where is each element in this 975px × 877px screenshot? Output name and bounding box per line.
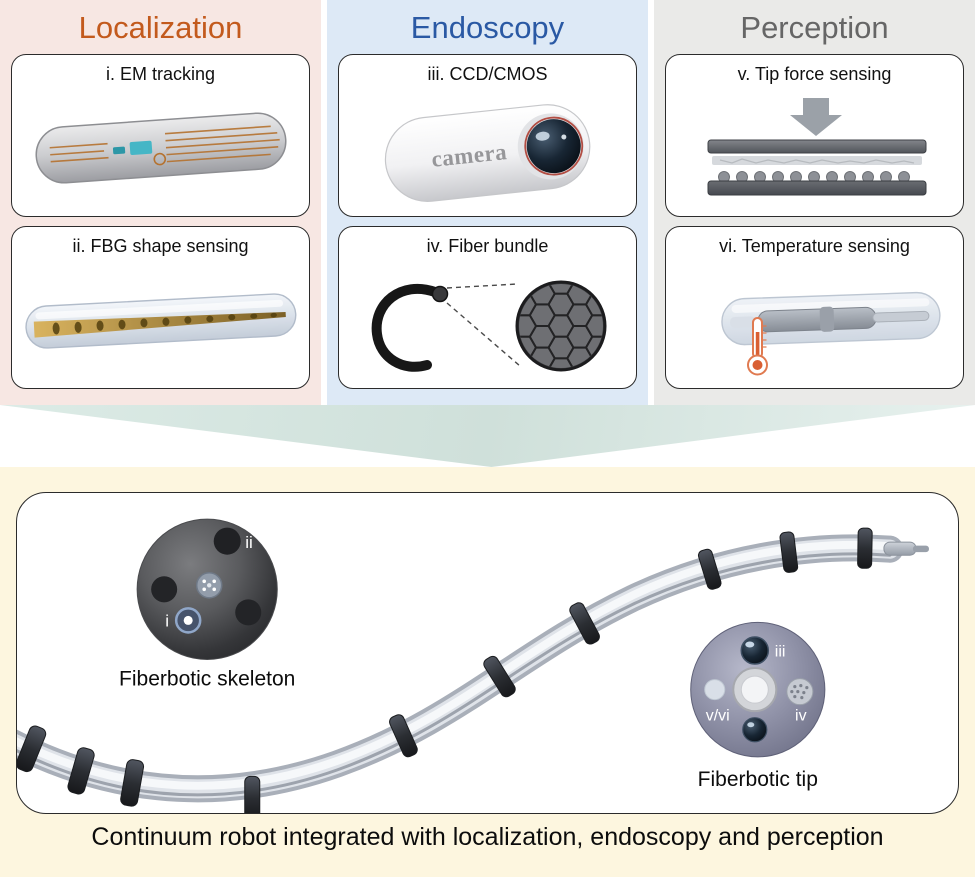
skeleton-cross-section: ii i — [136, 518, 278, 661]
figure-caption: Continuum robot integrated with localiza… — [91, 823, 884, 851]
skeleton-center-hub — [195, 571, 223, 599]
fbg-art — [12, 257, 309, 388]
continuum-robot-panel: ii i Fiberbotic skeleton — [16, 492, 959, 814]
panel-ccd-cmos: iii. CCD/CMOS came — [338, 54, 637, 218]
fbg-illustration — [24, 292, 296, 349]
skeleton-hole-right — [235, 599, 262, 626]
panel-fbg-shape-sensing: ii. FBG shape sensing — [11, 226, 310, 390]
panel-title-ccd-cmos: iii. CCD/CMOS — [427, 64, 548, 85]
fiber-cable — [371, 283, 440, 372]
tip-sensor-port — [704, 679, 726, 701]
column-perception: Perception v. Tip force sensing — [654, 0, 975, 405]
ccd-cmos-art: camera — [339, 85, 636, 216]
foil-layer — [711, 155, 922, 165]
temperature-art — [666, 257, 963, 388]
marker-tip-v-vi: v/vi — [706, 707, 730, 725]
integration-section: ii i Fiberbotic skeleton — [0, 467, 975, 877]
down-funnel-icon — [0, 405, 975, 467]
panel-title-fiber-bundle: iv. Fiber bundle — [426, 236, 549, 257]
em-tracking-illustration — [34, 112, 287, 184]
coil-icon — [152, 152, 166, 166]
down-arrow-icon — [789, 97, 842, 136]
tip-working-channel — [732, 667, 778, 713]
panel-em-tracking: i. EM tracking — [11, 54, 310, 218]
marker-tip-iv: iv — [795, 707, 807, 725]
continuum-robot-illustration: ii i Fiberbotic skeleton — [17, 518, 929, 813]
fiber-ferrule — [431, 285, 448, 302]
column-endoscopy: Endoscopy iii. CCD/CMOS — [327, 0, 648, 405]
column-title-localization: Localization — [78, 10, 243, 45]
panel-tip-force-sensing: v. Tip force sensing — [665, 54, 964, 218]
inner-cylinder — [756, 306, 876, 332]
em-tracking-art — [12, 85, 309, 216]
tip-force-illustration — [707, 97, 926, 196]
bump-row — [717, 170, 910, 183]
base-plate — [707, 180, 926, 196]
top-plate — [707, 139, 926, 154]
skeleton-hole-left — [151, 576, 178, 603]
modalities-row: Localization i. EM tracking — [0, 0, 975, 405]
ccd-cmos-illustration: camera — [384, 103, 590, 202]
skeleton-label: Fiberbotic skeleton — [119, 668, 295, 691]
skeleton-em-channel — [174, 607, 202, 634]
thermometer-icon — [746, 316, 768, 376]
tip-fiber-bundle-port — [786, 678, 814, 706]
column-localization: Localization i. EM tracking — [0, 0, 321, 405]
panel-title-temperature: vi. Temperature sensing — [719, 236, 910, 257]
tip-label: Fiberbotic tip — [698, 768, 818, 791]
tip-camera-bottom — [742, 717, 768, 743]
robot-tip-rod — [883, 541, 929, 556]
robot-tube — [17, 534, 904, 803]
fiber-bundle-art — [339, 257, 636, 388]
marker-skeleton-i: i — [165, 611, 169, 630]
tip-cross-section: iii iv v/vi — [690, 621, 826, 758]
robot-collars — [17, 527, 873, 813]
skeleton-hole-ii — [213, 527, 241, 555]
marker-skeleton-ii: ii — [245, 533, 253, 552]
flow-arrow-area — [0, 405, 975, 467]
fbg-gratings — [52, 312, 277, 335]
panel-title-tip-force: v. Tip force sensing — [737, 64, 892, 85]
camera-lens-icon — [517, 113, 584, 180]
tip-force-art — [666, 85, 963, 216]
copper-traces — [49, 125, 280, 163]
optical-fiber — [33, 311, 286, 338]
zoom-guides — [446, 282, 520, 367]
marker-tip-iii: iii — [775, 642, 786, 660]
panel-title-fbg: ii. FBG shape sensing — [72, 236, 249, 257]
column-title-endoscopy: Endoscopy — [410, 10, 565, 45]
temperature-illustration — [720, 291, 941, 376]
column-title-perception: Perception — [740, 10, 889, 45]
panel-title-em-tracking: i. EM tracking — [105, 64, 216, 85]
panel-temperature-sensing: vi. Temperature sensing — [665, 226, 964, 390]
honeycomb-bundle — [515, 280, 606, 372]
sensor-chip — [129, 140, 152, 155]
tip-camera-top — [740, 636, 770, 665]
panel-fiber-bundle: iv. Fiber bundle — [338, 226, 637, 390]
fiber-bundle-illustration — [371, 280, 606, 372]
